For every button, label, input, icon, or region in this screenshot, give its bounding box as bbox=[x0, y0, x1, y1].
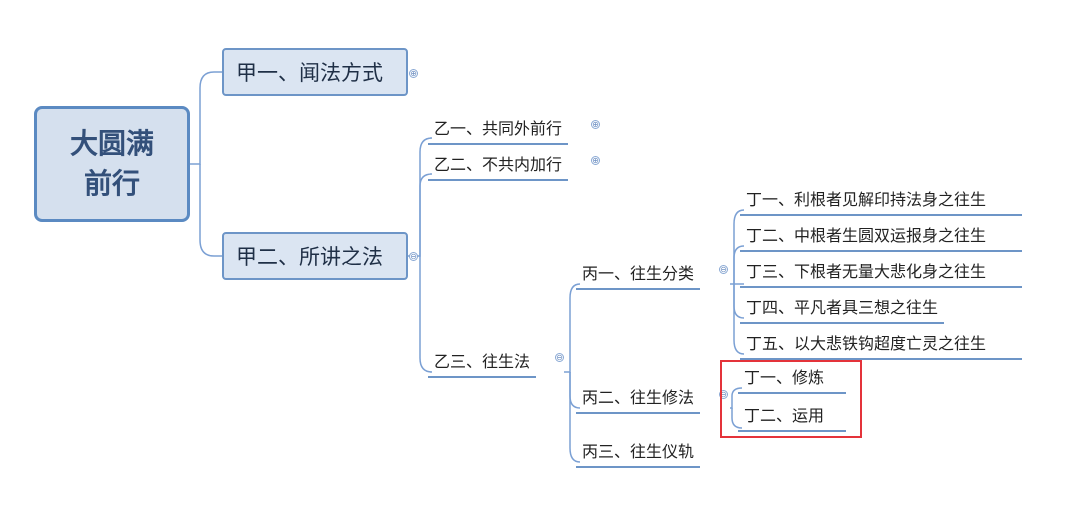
connector-jia2-yi1 bbox=[408, 137, 433, 257]
topic-yi1[interactable]: 乙一、共同外前行 bbox=[428, 115, 569, 145]
collapse-bing1-icon[interactable]: ⊖ bbox=[719, 265, 728, 274]
topic-ding4-classification[interactable]: 丁四、平凡者具三想之往生 bbox=[740, 294, 945, 324]
topic-ding1-practice[interactable]: 丁一、修炼 bbox=[738, 364, 846, 394]
topic-ding5-classification[interactable]: 丁五、以大悲铁钩超度亡灵之往生 bbox=[740, 330, 1022, 360]
expand-yi1-icon[interactable]: ⊕ bbox=[591, 120, 600, 129]
connector-jia2-yi2 bbox=[419, 173, 433, 256]
connector-root-jia1 bbox=[190, 71, 222, 165]
root-node[interactable]: 大圆满 前行 bbox=[34, 106, 190, 222]
topic-yi3[interactable]: 乙三、往生法 bbox=[428, 348, 537, 378]
connector-yi3-bing3 bbox=[569, 372, 581, 463]
connector-jia2-yi3 bbox=[419, 256, 433, 373]
topic-jia2[interactable]: 甲二、所讲之法 bbox=[222, 232, 408, 280]
topic-ding1-classification[interactable]: 丁一、利根者见解印持法身之往生 bbox=[740, 186, 1022, 216]
collapse-bing2-icon[interactable]: ⊖ bbox=[719, 390, 728, 399]
topic-yi2[interactable]: 乙二、不共内加行 bbox=[428, 151, 569, 181]
root-title-line1: 大圆满 bbox=[69, 127, 154, 160]
topic-bing2[interactable]: 丙二、往生修法 bbox=[576, 384, 701, 414]
connector-bing1-ding1 bbox=[730, 209, 745, 285]
topic-ding2-classification[interactable]: 丁二、中根者生圆双运报身之往生 bbox=[740, 222, 1022, 252]
connector-yi3-bing1 bbox=[564, 283, 581, 373]
topic-jia1[interactable]: 甲一、闻法方式 bbox=[222, 48, 408, 96]
topic-jia2-label: 甲二、所讲之法 bbox=[236, 245, 383, 269]
topic-ding2-practice[interactable]: 丁二、运用 bbox=[738, 402, 846, 432]
expand-jia1-icon[interactable]: ⊕ bbox=[409, 69, 418, 78]
collapse-yi3-icon[interactable]: ⊖ bbox=[555, 353, 564, 362]
root-title-line2: 前行 bbox=[83, 167, 140, 200]
topic-jia1-label: 甲一、闻法方式 bbox=[236, 61, 383, 85]
topic-ding3-classification[interactable]: 丁三、下根者无量大悲化身之往生 bbox=[740, 258, 1022, 288]
connector-bing1-ding5 bbox=[733, 284, 745, 355]
connector-bing2-practice2 bbox=[731, 408, 743, 429]
topic-bing1[interactable]: 丙一、往生分类 bbox=[576, 260, 701, 290]
connector-root-jia2 bbox=[199, 164, 222, 257]
connector-bing2-practice1 bbox=[730, 387, 743, 409]
connector-bing1-ding2 bbox=[733, 245, 745, 284]
collapse-jia2-icon[interactable]: ⊖ bbox=[409, 252, 418, 261]
expand-yi2-icon[interactable]: ⊕ bbox=[591, 156, 600, 165]
topic-bing3[interactable]: 丙三、往生仪轨 bbox=[576, 438, 701, 468]
highlight-box bbox=[720, 360, 862, 438]
